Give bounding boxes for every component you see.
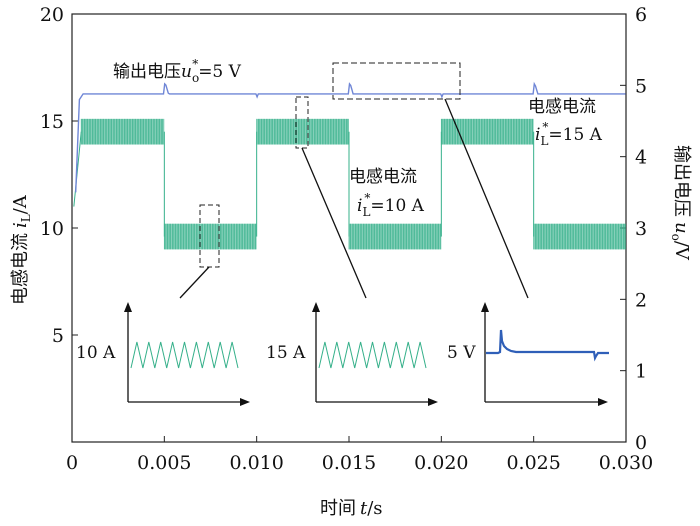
inset-15a-label: 15 A	[266, 343, 306, 363]
inset-10a-ripple	[130, 341, 239, 369]
inset-10a-label: 10 A	[76, 343, 116, 363]
inset-15a-ripple	[318, 341, 427, 369]
y-right-tick-label: 4	[635, 147, 647, 169]
inset-5v-trace	[486, 329, 609, 362]
x-tick-label: 0.010	[229, 452, 283, 474]
inset-5v: 5 V	[447, 302, 609, 406]
svg-text:电感电流: 电感电流	[528, 97, 596, 117]
y-right-tick-label: 5	[635, 75, 647, 97]
x-tick-label: 0.015	[322, 452, 376, 474]
inset-10a: 10 A	[76, 302, 250, 406]
y-left-axis-label: 电感电流iL/A	[10, 194, 33, 305]
zoom-box-10a	[199, 204, 220, 268]
y-right-tick-label: 3	[635, 218, 647, 240]
current-ref-10a-annotation: 电感电流 iL*=10 A	[349, 167, 425, 219]
y-left-tick-label: 20	[40, 4, 64, 26]
x-tick-label: 0.030	[599, 452, 653, 474]
inductor-current-series	[73, 118, 626, 250]
y-left-tick-label: 10	[40, 218, 64, 240]
x-tick-label: 0	[66, 452, 78, 474]
y-left-axis-ticks: 5 10 15 20	[40, 4, 78, 347]
x-tick-label: 0.005	[137, 452, 191, 474]
y-right-tick-label: 6	[635, 4, 647, 26]
pointer-line-15a	[301, 147, 367, 299]
svg-text:电感电流: 电感电流	[349, 167, 417, 187]
svg-text:iL*=15 A: iL*=15 A	[535, 120, 603, 148]
inset-15a: 15 A	[266, 302, 438, 406]
y-right-tick-label: 0	[635, 432, 647, 454]
svg-text:iL*=10 A: iL*=10 A	[357, 191, 425, 219]
x-tick-label: 0.025	[506, 452, 560, 474]
current-startup	[73, 131, 82, 207]
y-left-tick-label: 15	[40, 111, 64, 133]
inset-5v-label: 5 V	[447, 343, 476, 363]
current-ref-15a-annotation: 电感电流 iL*=15 A	[528, 97, 603, 148]
x-tick-label: 0.020	[414, 452, 468, 474]
y-left-tick-label: 5	[52, 325, 64, 347]
output-voltage-series	[75, 81, 626, 193]
svg-text:输出电压uo*=5 V: 输出电压uo*=5 V	[113, 57, 242, 85]
y-right-tick-label: 2	[635, 289, 647, 311]
voltage-line	[75, 81, 626, 193]
y-right-axis-label: 输出电压uo/V	[669, 145, 692, 261]
pointer-line-10a	[179, 266, 210, 299]
pointer-line-5v	[444, 98, 529, 299]
zoom-box-5v	[332, 62, 461, 100]
y-right-tick-label: 1	[635, 361, 647, 383]
x-axis-ticks: 0 0.005 0.010 0.015 0.020 0.025 0.030	[66, 436, 653, 474]
voltage-ref-annotation: 输出电压uo*=5 V	[113, 57, 242, 85]
